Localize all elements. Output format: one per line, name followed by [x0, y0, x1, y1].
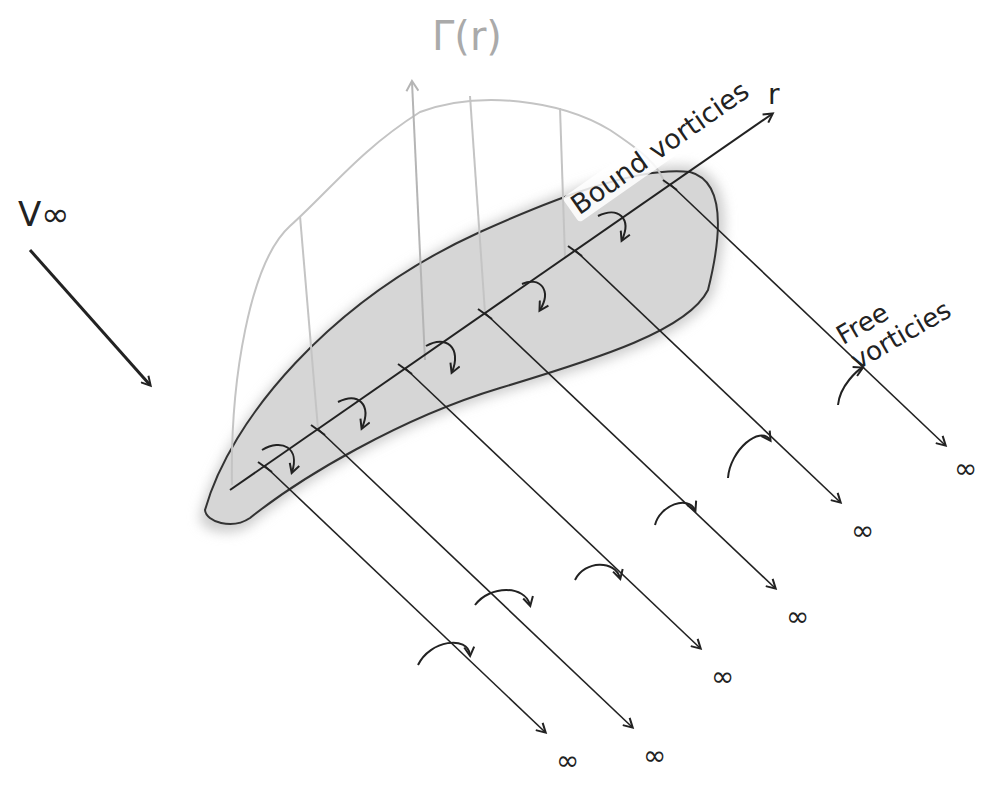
circulation-label: Γ(r): [432, 14, 502, 58]
circulation-axis: [412, 82, 425, 360]
span-axis: [230, 114, 772, 490]
bound-vortex-swirls: [262, 212, 625, 472]
infinity-mark: ∞: [711, 662, 734, 693]
infinity-mark: ∞: [643, 741, 666, 772]
infinity-mark: ∞: [786, 602, 809, 633]
trailing-vortex-lines: [265, 184, 945, 732]
free-vortex-swirls: [418, 368, 862, 665]
infinity-mark: ∞: [954, 454, 977, 485]
wing-shadow: [200, 165, 725, 532]
circulation-ordinates: [300, 96, 565, 429]
axis-label: r: [768, 80, 780, 111]
infinity-mark: ∞: [851, 516, 874, 547]
circulation-curve: [232, 100, 665, 485]
freestream-label: V∞: [18, 196, 70, 233]
infinity-mark: ∞: [556, 746, 579, 777]
free-vortex-label: Free vorticies: [831, 261, 972, 376]
freestream-arrow: [30, 250, 150, 385]
wing-planform: [205, 171, 718, 524]
